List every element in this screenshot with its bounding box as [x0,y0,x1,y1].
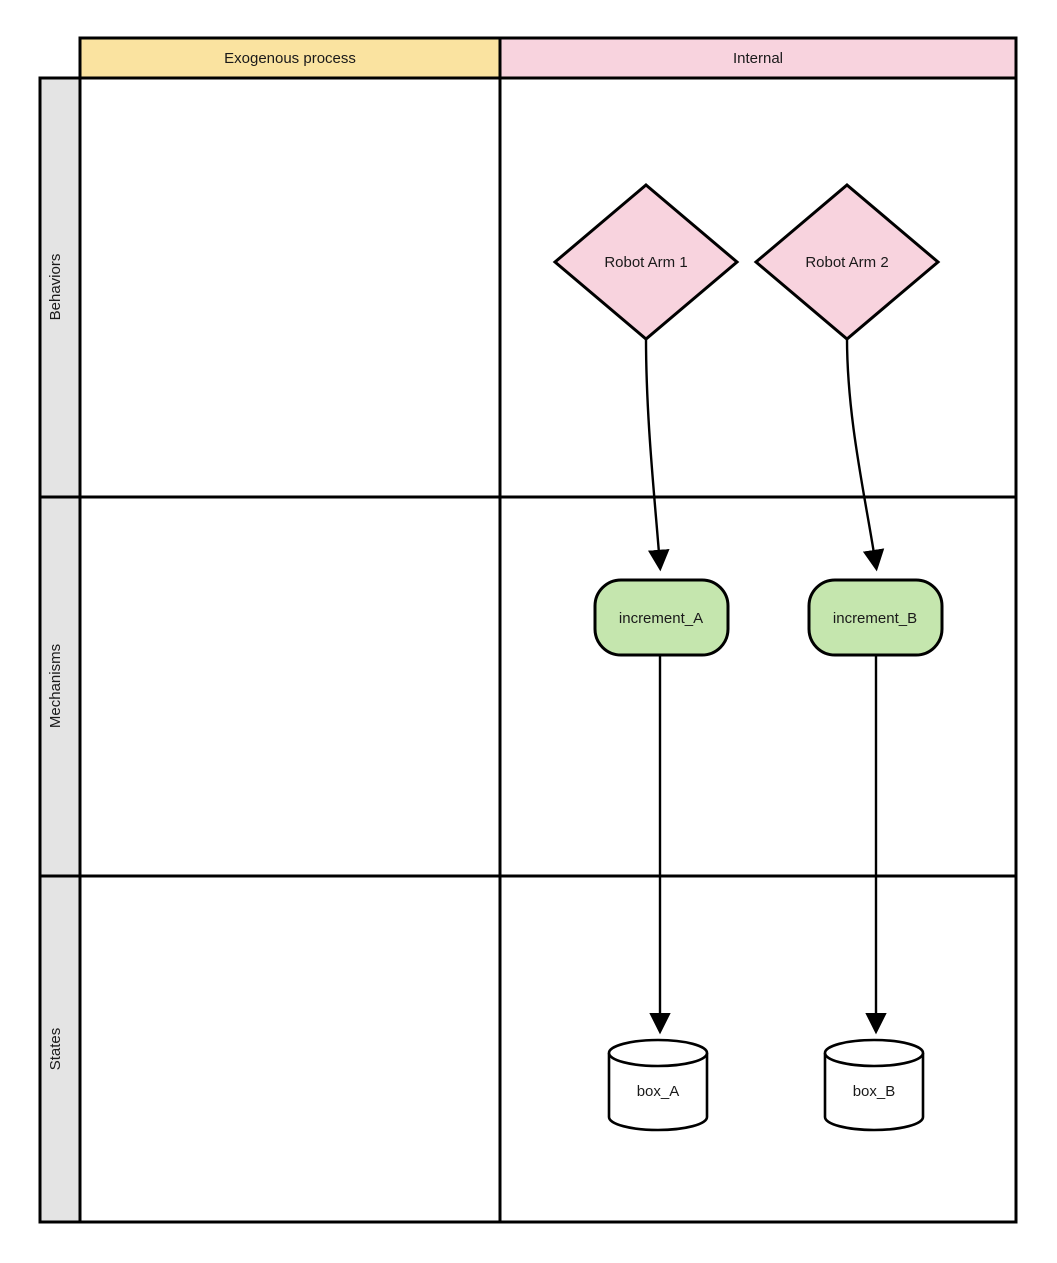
grid-lines [38,76,1018,1224]
node-box-b-top [823,1038,925,1068]
row-label-mechanisms[interactable]: Mechanisms [38,495,82,878]
cell-states-exogenous [80,876,500,1222]
node-box-a[interactable]: box_A [607,1038,709,1132]
edge-robot-arm-1-to-increment-a [644,337,670,572]
node-increment-a-label: increment_A [619,610,703,627]
node-box-b-body [823,1053,925,1132]
node-robot-arm-1-shape [552,183,740,341]
node-robot-arm-2-label: Robot Arm 2 [805,254,888,271]
node-robot-arm-2-shape [753,183,941,341]
node-robot-arm-1[interactable]: Robot Arm 1 [552,183,740,341]
node-increment-a[interactable]: increment_A [593,578,730,657]
cell-mechanisms-internal [500,497,1016,876]
cell-behaviors-internal [500,78,1016,497]
node-box-a-label: box_A [637,1083,680,1100]
row-label-states[interactable]: States [38,874,82,1224]
node-box-a-top [607,1038,709,1068]
node-box-a-body [607,1053,709,1132]
node-increment-b-shape [807,578,944,657]
column-header-internal-label: Internal [733,50,783,67]
node-robot-arm-2[interactable]: Robot Arm 2 [753,183,941,341]
cell-behaviors-exogenous [80,78,500,497]
node-box-b[interactable]: box_B [823,1038,925,1132]
column-header-exogenous-label: Exogenous process [224,50,356,67]
grid-cells [80,78,1016,1222]
column-header-row: Exogenous process Internal [78,36,1018,80]
column-header-internal[interactable]: Internal [498,36,1018,80]
node-increment-b-label: increment_B [833,610,917,627]
row-label-mechanisms-text: Mechanisms [47,644,64,728]
cell-mechanisms-exogenous [80,497,500,876]
row-label-states-text: States [47,1028,64,1071]
node-robot-arm-1-label: Robot Arm 1 [604,254,687,271]
node-increment-b[interactable]: increment_B [807,578,944,657]
edges-layer [644,337,887,1035]
edge-robot-arm-2-to-increment-b [845,337,885,572]
cell-states-internal [500,876,1016,1222]
nodes-layer: Robot Arm 1 Robot Arm 2 increment_A incr… [552,183,944,1132]
node-box-b-label: box_B [853,1083,896,1100]
column-header-exogenous[interactable]: Exogenous process [78,36,502,80]
node-increment-a-shape [593,578,730,657]
row-label-column: Behaviors Mechanisms States [38,76,82,1224]
row-label-behaviors[interactable]: Behaviors [38,76,82,499]
row-label-behaviors-text: Behaviors [47,254,64,321]
